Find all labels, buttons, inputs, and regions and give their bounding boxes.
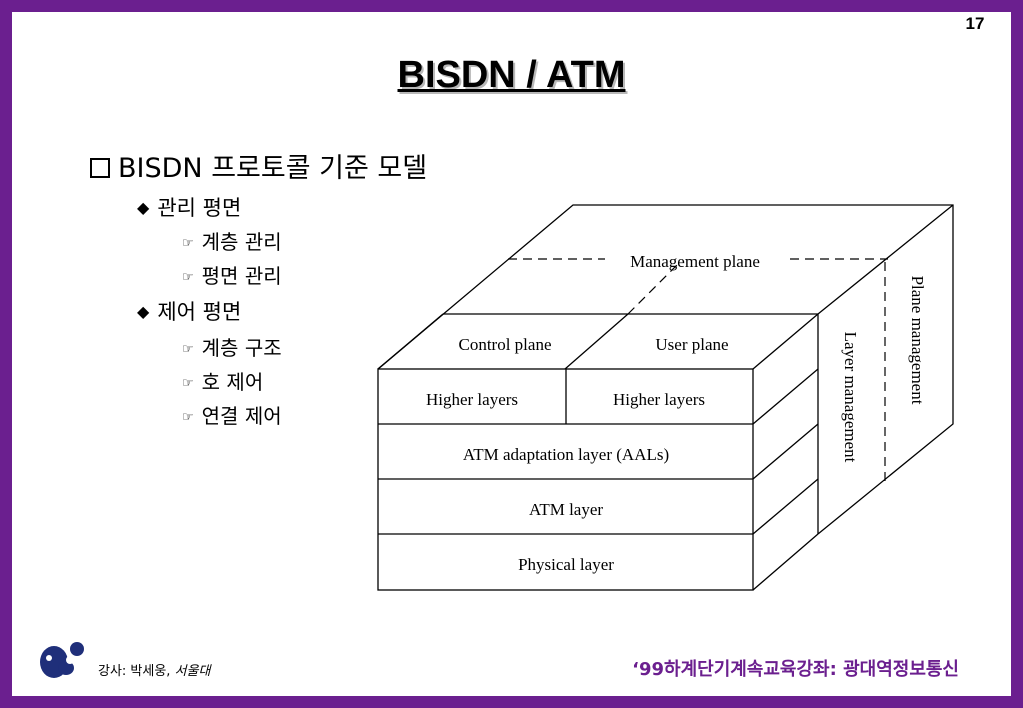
bullet-text: 연결 제어 [201, 404, 282, 428]
layer-management-label: Layer management [841, 332, 860, 463]
lecturer-name: 강사: 박세웅, [98, 664, 171, 679]
depth-line [752, 533, 819, 591]
cube-edge [377, 313, 444, 370]
bullet-text: 호 제어 [201, 370, 264, 394]
aal-label: ATM adaptation layer (AALs) [463, 445, 669, 464]
user-plane-label: User plane [655, 335, 728, 354]
higher-layers-left-label: Higher layers [426, 390, 518, 409]
depth-line [752, 423, 819, 480]
page-number: 17 [965, 14, 985, 33]
bullet-layer-structure: ☞ 계층 구조 [182, 332, 282, 361]
pointing-hand-icon: ☞ [182, 236, 194, 251]
bullet-control-plane: ◆ 제어 평면 [137, 296, 241, 326]
atm-layer-label: ATM layer [529, 500, 603, 519]
slide: 17 BISDN / ATM BISDN 프로토콜 기준 모델 ◆ 관리 평면 ☞… [12, 12, 1011, 696]
university-logo-icon [40, 642, 84, 678]
lecturer-school: 서울대 [174, 664, 211, 679]
depth-line [752, 313, 819, 370]
diamond-bullet-icon: ◆ [137, 198, 150, 217]
bullet-plane-management: ☞ 평면 관리 [182, 260, 282, 289]
bullet-text: 평면 관리 [201, 264, 282, 288]
bullet-connection-control: ☞ 연결 제어 [182, 400, 282, 429]
pointing-hand-icon: ☞ [182, 270, 194, 285]
footer-lecturer: 강사: 박세웅, 서울대 [98, 660, 210, 679]
footer-course: ‘99하계단기계속교육강좌: 광대역정보통신 [632, 659, 959, 680]
depth-line [752, 368, 819, 425]
pointing-hand-icon: ☞ [182, 410, 194, 425]
plane-management-label: Plane management [908, 276, 927, 405]
diamond-bullet-icon: ◆ [137, 302, 150, 321]
management-dashed-diagonal [627, 261, 681, 315]
bullet-text: 관리 평면 [157, 196, 242, 220]
top-plane-divider [564, 313, 629, 370]
bullet-main-text: BISDN 프로토콜 기준 모델 [118, 153, 428, 184]
bisdn-reference-model-diagram: Management plane Control plane User plan… [377, 204, 954, 591]
slide-title: BISDN / ATM [397, 54, 626, 96]
bullet-management-plane: ◆ 관리 평면 [137, 192, 241, 222]
higher-layers-right-label: Higher layers [613, 390, 705, 409]
pointing-hand-icon: ☞ [182, 342, 194, 357]
depth-line [752, 478, 819, 535]
bullet-layer-management: ☞ 계층 관리 [182, 226, 282, 255]
checkbox-bullet-icon [90, 157, 110, 178]
bullet-text: 계층 관리 [201, 230, 282, 254]
management-plane-label: Management plane [630, 252, 760, 271]
bullet-text: 제어 평면 [157, 300, 242, 324]
physical-layer-label: Physical layer [518, 555, 614, 574]
pointing-hand-icon: ☞ [182, 376, 194, 391]
control-plane-label: Control plane [458, 335, 551, 354]
bullet-call-control: ☞ 호 제어 [182, 366, 263, 395]
bullet-main: BISDN 프로토콜 기준 모델 [90, 146, 427, 185]
bullet-text: 계층 구조 [201, 336, 282, 360]
